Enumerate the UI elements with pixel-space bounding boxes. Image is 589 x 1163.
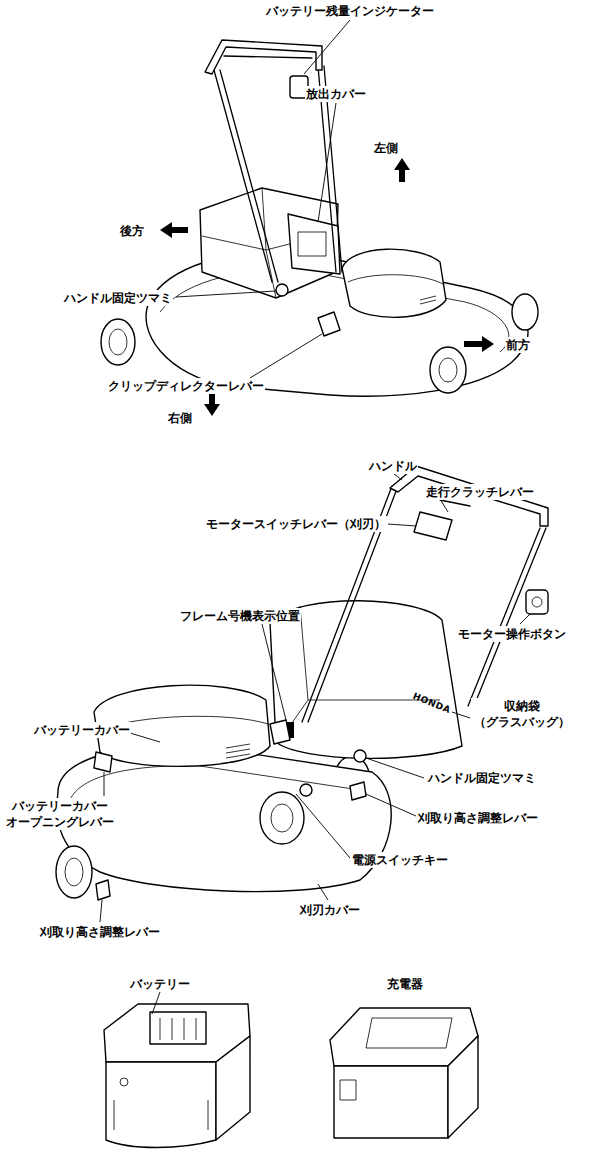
top-mower-stroke [318, 103, 336, 222]
middle-mower-stroke [65, 858, 83, 886]
middle-mower-stroke [520, 614, 530, 624]
part-label: 刈取り高さ調整レバー [39, 924, 161, 940]
middle-mower-stroke [100, 900, 102, 922]
direction-label: 左側 [373, 140, 399, 156]
middle-mower-stroke [262, 624, 286, 720]
middle-mower-stroke [414, 512, 452, 540]
middle-mower-stroke [70, 766, 360, 800]
charger-illustration-stroke [340, 1080, 356, 1100]
part-label: フレーム号機表示位置 [179, 608, 301, 624]
part-label: ハンドル [368, 458, 418, 474]
middle-mower-stroke [388, 524, 416, 526]
top-mower-stroke [224, 56, 312, 58]
middle-mower-stroke [94, 752, 112, 772]
brand-mark: HONDA [410, 690, 453, 717]
middle-mower-stroke [270, 720, 290, 744]
battery-illustration-stroke [150, 1012, 206, 1044]
battery-illustration-stroke [216, 1036, 250, 1140]
middle-mower-stroke [390, 466, 548, 526]
battery-illustration-stroke [114, 1100, 208, 1130]
top-mower-stroke [250, 334, 322, 378]
part-label: 放出カバー [305, 86, 367, 102]
top-mower-stroke [420, 296, 436, 304]
middle-mower-stroke [130, 733, 160, 742]
charger-illustration [330, 1008, 478, 1138]
direction-label: 右側 [167, 410, 193, 426]
middle-mower-stroke [532, 597, 542, 607]
battery-illustration-stroke [106, 1062, 216, 1148]
middle-mower-stroke [440, 500, 470, 506]
top-mower-stroke [276, 284, 288, 296]
top-mower-stroke [101, 319, 135, 365]
top-mower-stroke [298, 232, 326, 256]
middle-mower-stroke [56, 846, 92, 898]
part-label: モーター操作ボタン [457, 626, 567, 642]
top-mower-stroke [160, 270, 509, 352]
top-mower-stroke [464, 336, 494, 352]
top-mower-stroke [348, 275, 443, 284]
part-label: バッテリー [129, 976, 191, 992]
part-label: バッテリーカバー オープニングレバー [3, 798, 117, 830]
middle-mower-stroke [260, 792, 304, 844]
part-label: ハンドル固定ツマミ [63, 290, 173, 306]
part-label: バッテリー残量インジケーター [265, 3, 435, 19]
middle-mower-stroke [354, 750, 366, 762]
battery-illustration [104, 992, 250, 1148]
top-mower-stroke [304, 20, 350, 74]
top-mower-stroke [512, 294, 538, 330]
battery-illustration-stroke [152, 992, 160, 1014]
top-mower-stroke [430, 347, 466, 393]
middle-mower-stroke [452, 712, 470, 718]
middle-mower [56, 466, 548, 922]
part-label: 刈刃カバー [299, 902, 361, 918]
part-label: ハンドル固定ツマミ [427, 770, 537, 786]
direction-label: 後方 [119, 223, 145, 239]
part-label: バッテリーカバー [33, 722, 131, 738]
top-mower-stroke [439, 358, 457, 382]
top-mower [101, 20, 538, 416]
top-mower-stroke [109, 329, 127, 355]
top-mower-stroke [394, 158, 410, 182]
top-mower-stroke [204, 393, 220, 416]
middle-mower-stroke [280, 606, 440, 740]
part-label: クリップディレクターレバー [107, 378, 265, 394]
top-mower-stroke [176, 291, 276, 297]
middle-mower-stroke [96, 880, 110, 900]
part-label: モータースイッチレバー（刈刃） [205, 516, 387, 532]
part-label: 収納袋 （グラスバッグ） [471, 698, 573, 730]
charger-illustration-stroke [334, 1066, 448, 1138]
middle-mower-stroke [468, 528, 546, 706]
part-label: 充電器 [386, 976, 424, 992]
charger-illustration-stroke [448, 1036, 478, 1138]
middle-mower-stroke [300, 784, 312, 796]
middle-mower-stroke [318, 884, 328, 900]
charger-illustration-stroke [366, 1018, 452, 1048]
top-mower-stroke [160, 222, 188, 238]
part-label: 電源スイッチキー [351, 852, 449, 868]
middle-mower-stroke [296, 794, 350, 858]
battery-illustration-stroke [120, 1078, 128, 1086]
top-mower-stroke [342, 249, 446, 317]
middle-mower-stroke [350, 782, 366, 800]
top-mower-stroke [318, 312, 340, 336]
top-mower-stroke [205, 40, 322, 74]
middle-mower-stroke [394, 474, 402, 480]
part-label: 刈取り高さ調整レバー [417, 810, 539, 826]
middle-mower-stroke [226, 744, 250, 758]
middle-mower-stroke [526, 590, 548, 614]
direction-label: 前方 [505, 337, 531, 353]
middle-mower-stroke [440, 499, 448, 512]
middle-mower-stroke [271, 804, 293, 832]
middle-mower-stroke [104, 772, 105, 796]
middle-mower-stroke [366, 794, 416, 816]
battery-illustration-stroke [160, 1018, 196, 1040]
part-label: 走行クラッチレバー [425, 484, 535, 500]
middle-mower-stroke [270, 601, 462, 759]
middle-mower-stroke [366, 758, 424, 778]
